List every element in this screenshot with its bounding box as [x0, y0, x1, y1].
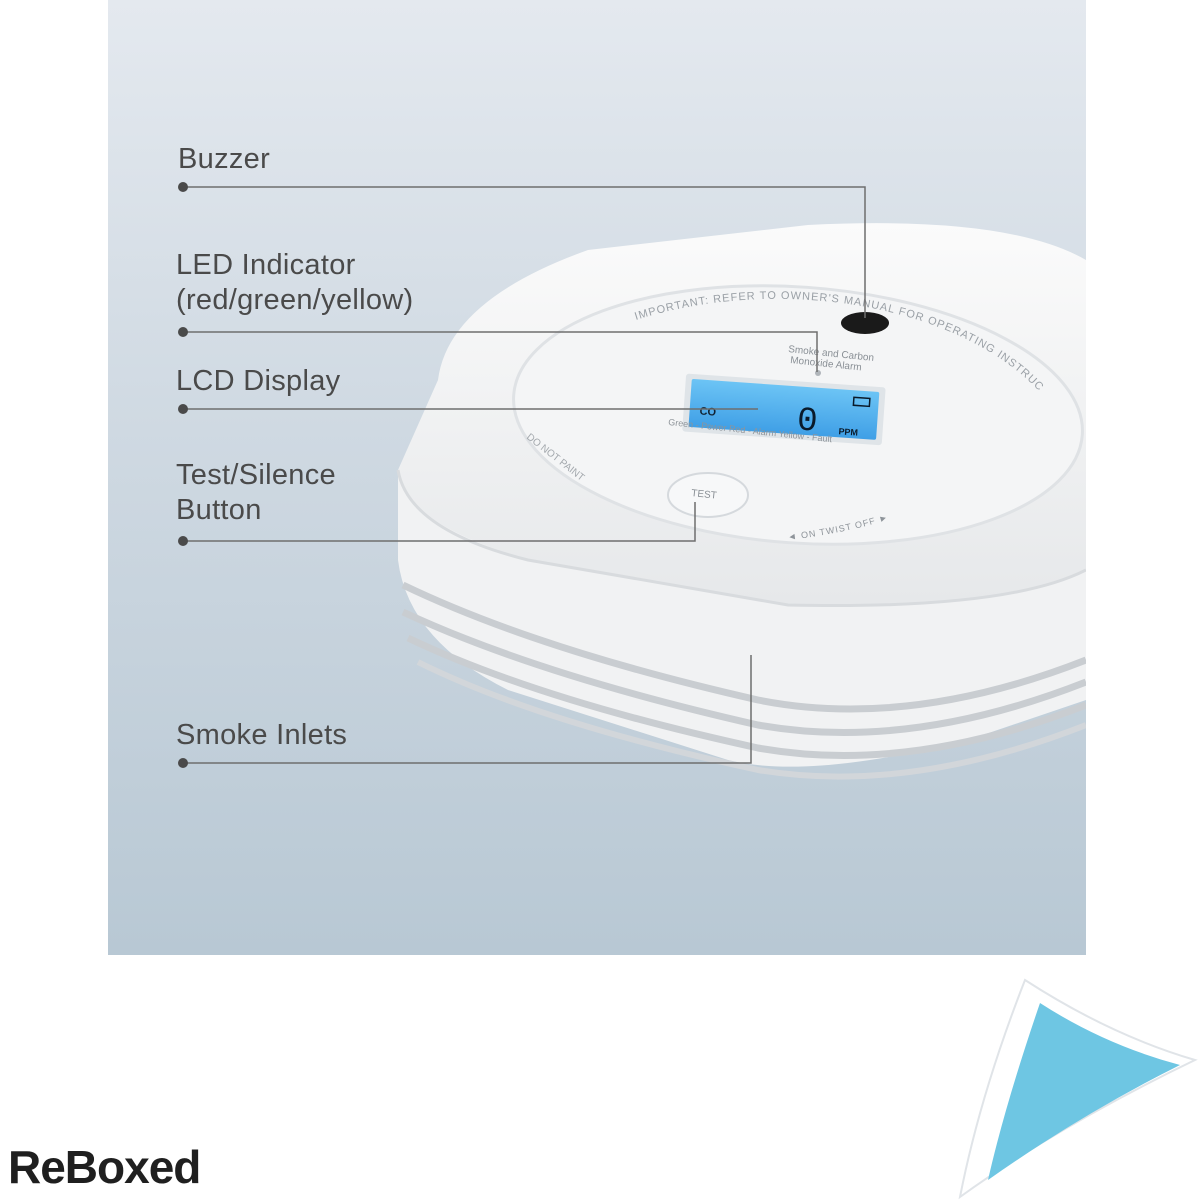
reboxed-logo: ReBoxed [8, 1141, 201, 1193]
callout-smoke: Smoke Inlets [176, 719, 348, 751]
smoke-leader [183, 655, 752, 764]
callout-test-line2: Button [176, 494, 262, 526]
test-button-label: TEST [691, 488, 718, 502]
buzzer-hole [841, 312, 889, 334]
vent-slot [401, 581, 1086, 713]
callout-lcd: LCD Display [176, 365, 341, 397]
lcd-unit: PPM [838, 426, 858, 437]
vent-slot [416, 659, 1086, 780]
vent-slot [401, 608, 1086, 736]
product-photo-panel: IMPORTANT: REFER TO OWNER'S MANUAL FOR O… [108, 0, 1086, 955]
led-indicator-dot [815, 370, 821, 376]
callout-test-line1: Test/Silence [176, 459, 336, 491]
test-silence-button [667, 472, 749, 518]
lcd-display: CO 0 PPM [682, 373, 886, 446]
buzzer-leader [183, 186, 866, 318]
callout-buzzer: Buzzer [178, 143, 271, 175]
led-leader [183, 331, 818, 372]
lcd-gas-label: CO [699, 406, 717, 419]
lcd-reading: 0 [796, 402, 819, 441]
callout-dots [178, 182, 188, 768]
smoke-co-alarm-illustration: IMPORTANT: REFER TO OWNER'S MANUAL FOR O… [108, 0, 1086, 780]
callout-led-line1: LED Indicator [176, 249, 356, 281]
callout-leaders [183, 186, 866, 764]
test-leader [183, 502, 696, 542]
page-curl-icon [958, 978, 1198, 1200]
vent-slot [406, 634, 1086, 759]
callout-led-line2: (red/green/yellow) [176, 284, 414, 316]
battery-icon [852, 396, 871, 408]
